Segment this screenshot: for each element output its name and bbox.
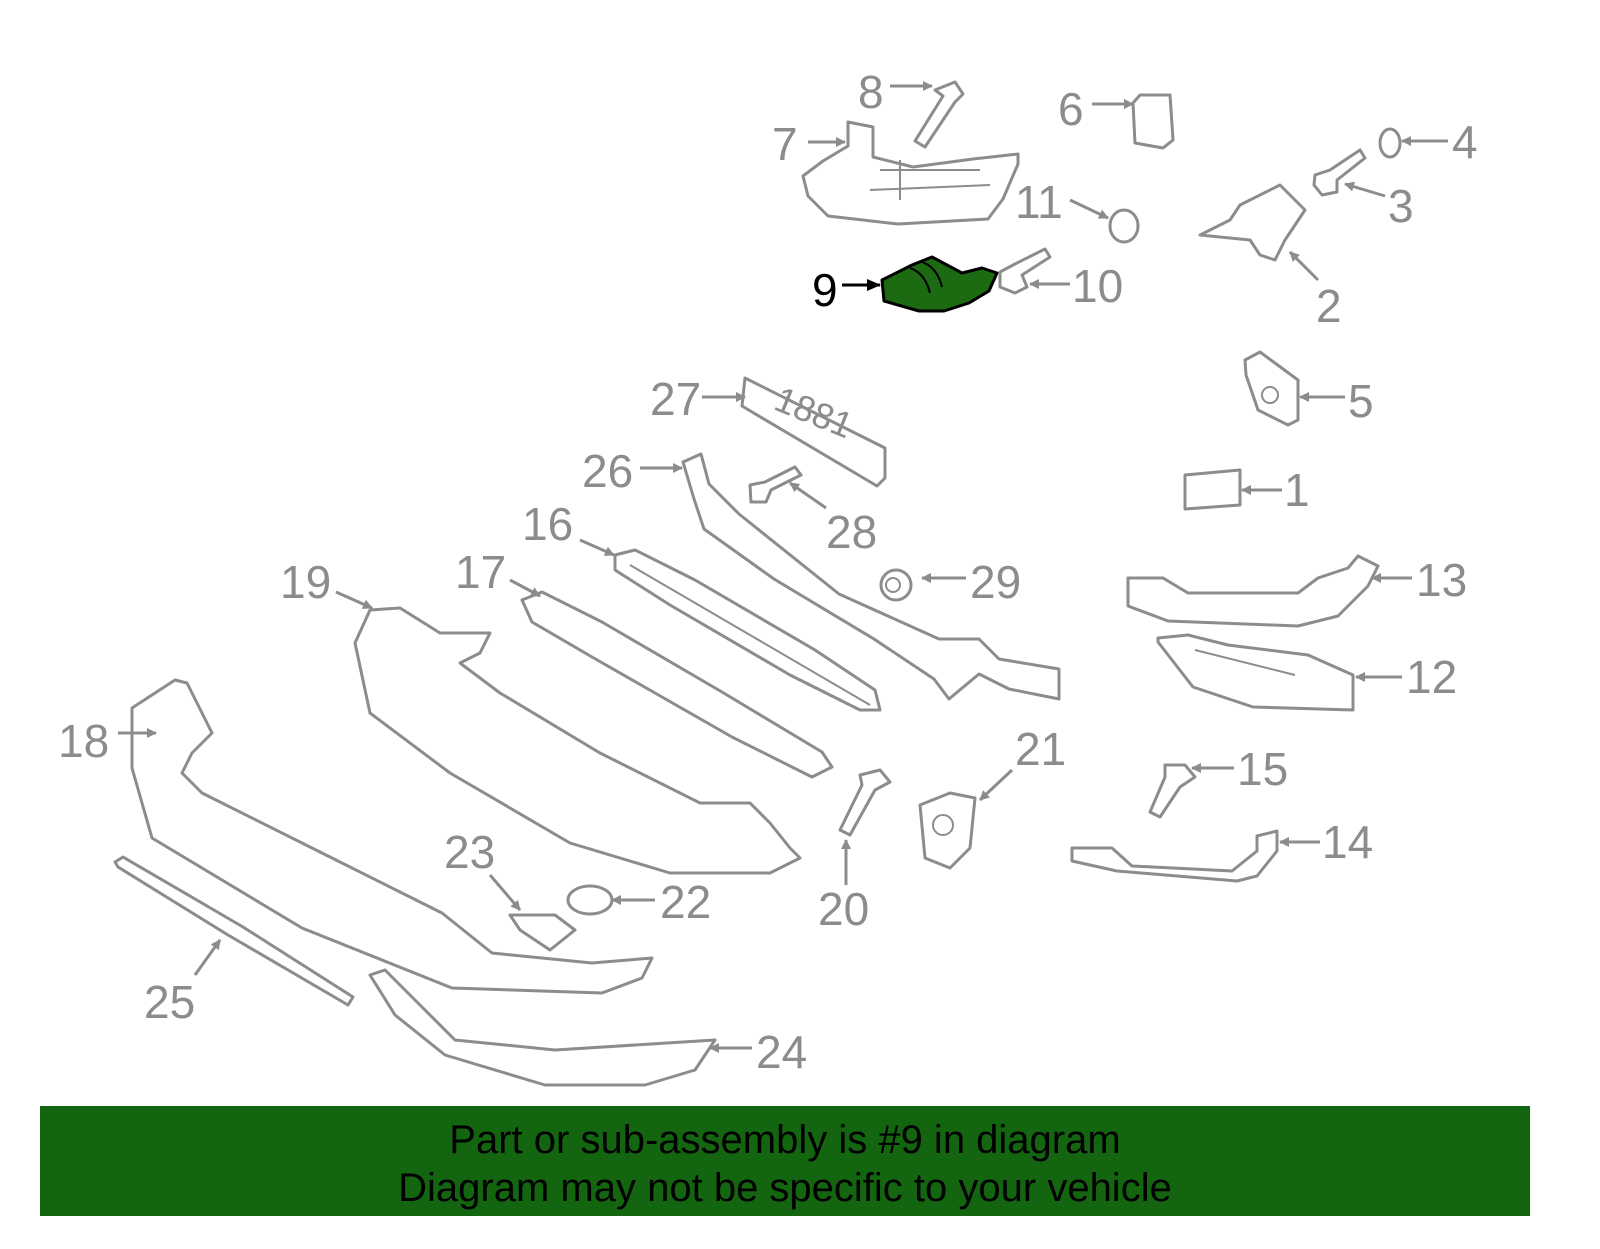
leader-arrows bbox=[118, 81, 1448, 1053]
callout-22: 22 bbox=[660, 876, 711, 928]
callout-6: 6 bbox=[1058, 83, 1084, 135]
callout-23: 23 bbox=[444, 826, 495, 878]
callout-19: 19 bbox=[280, 556, 331, 608]
part-15-bolt[interactable] bbox=[1148, 763, 1197, 819]
callout-24: 24 bbox=[756, 1026, 807, 1078]
part-22-clip[interactable] bbox=[566, 884, 614, 916]
callout-25: 25 bbox=[144, 976, 195, 1028]
banner-line-disclaimer: Diagram may not be specific to your vehi… bbox=[398, 1166, 1172, 1210]
callout-4: 4 bbox=[1452, 116, 1478, 168]
part-10-bolt[interactable] bbox=[998, 247, 1052, 295]
callout-20: 20 bbox=[818, 883, 869, 935]
part-5-bracket[interactable] bbox=[1243, 350, 1300, 427]
part-26-reinforcement[interactable] bbox=[681, 452, 1061, 701]
callout-5: 5 bbox=[1348, 375, 1374, 427]
part-8-bolt[interactable] bbox=[913, 80, 965, 149]
callout-26: 26 bbox=[582, 445, 633, 497]
callout-9: 9 bbox=[812, 264, 838, 316]
part-2-bracket[interactable] bbox=[1198, 183, 1307, 262]
part-19-shield[interactable] bbox=[353, 606, 802, 875]
callout-18: 18 bbox=[58, 715, 109, 767]
part-16-grille[interactable] bbox=[613, 548, 882, 712]
callout-14: 14 bbox=[1322, 816, 1373, 868]
part-25-molding[interactable] bbox=[113, 855, 355, 1007]
part-12-lamp[interactable] bbox=[1156, 633, 1355, 712]
callout-29: 29 bbox=[970, 556, 1021, 608]
part-11-washer[interactable] bbox=[1108, 208, 1140, 244]
banner-line-part: Part or sub-assembly is #9 in diagram bbox=[449, 1118, 1121, 1162]
callout-13: 13 bbox=[1416, 554, 1467, 606]
callout-15: 15 bbox=[1237, 743, 1288, 795]
callout-10: 10 bbox=[1072, 260, 1123, 312]
callout-3: 3 bbox=[1388, 180, 1414, 232]
part-13-bracket[interactable] bbox=[1126, 554, 1380, 628]
callout-labels: 8 6 4 7 11 3 9 10 2 27 5 26 1 28 16 29 1… bbox=[58, 66, 1478, 1078]
part-14-bracket[interactable] bbox=[1070, 829, 1279, 883]
part-3-bolt[interactable] bbox=[1312, 148, 1367, 197]
part-20-bolt[interactable] bbox=[838, 768, 892, 837]
part-29-grommet[interactable] bbox=[879, 568, 913, 602]
part-27-emblem[interactable]: 1881 bbox=[740, 376, 887, 488]
part-17-deflector[interactable] bbox=[520, 590, 834, 779]
part-24-lower-cover[interactable] bbox=[368, 968, 717, 1087]
part-7-bracket[interactable] bbox=[801, 120, 1020, 226]
callout-28: 28 bbox=[826, 506, 877, 558]
callout-1: 1 bbox=[1284, 464, 1310, 516]
callout-2: 2 bbox=[1316, 280, 1342, 332]
part-6-clip[interactable] bbox=[1131, 93, 1175, 150]
callout-16: 16 bbox=[522, 498, 573, 550]
callout-17: 17 bbox=[455, 546, 506, 598]
callout-7: 7 bbox=[772, 118, 798, 170]
part-4-washer[interactable] bbox=[1378, 127, 1402, 159]
callout-11: 11 bbox=[1015, 176, 1063, 228]
part-23-bracket[interactable] bbox=[508, 913, 577, 952]
callout-21: 21 bbox=[1015, 723, 1066, 775]
part-9-bracket-highlighted[interactable] bbox=[880, 255, 999, 313]
callout-8: 8 bbox=[858, 66, 884, 118]
part-1-pad[interactable] bbox=[1183, 468, 1242, 511]
callout-27: 27 bbox=[650, 373, 701, 425]
callout-12: 12 bbox=[1406, 651, 1457, 703]
part-18-bumper-cover[interactable] bbox=[130, 678, 654, 995]
part-21-sensor[interactable] bbox=[918, 791, 977, 870]
part-28-bolt[interactable] bbox=[748, 465, 803, 504]
info-banner: Part or sub-assembly is #9 in diagram Di… bbox=[40, 1106, 1530, 1216]
